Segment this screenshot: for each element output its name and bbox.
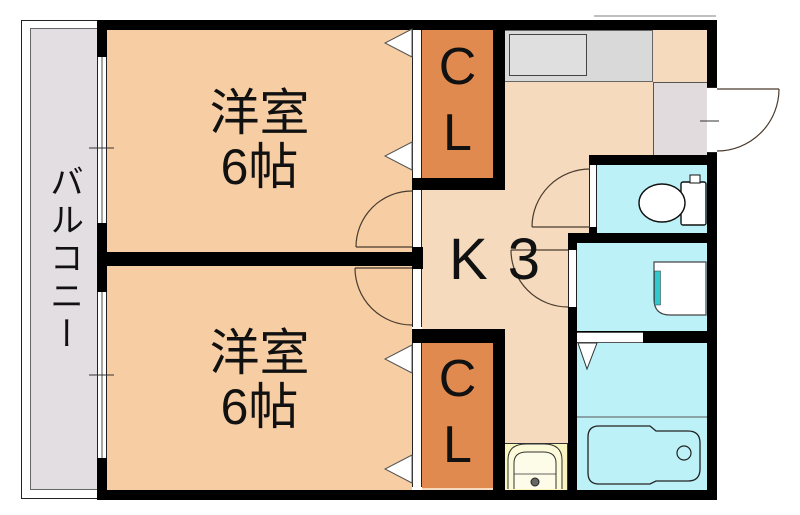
bathtub-faucet <box>676 445 692 461</box>
door-swing-room1 <box>355 190 413 248</box>
wall-bathroom-left <box>568 343 577 490</box>
balcony-outline <box>21 20 100 499</box>
kitchen-sink-unit <box>509 34 587 76</box>
washing-machine-icon <box>653 261 707 316</box>
entrance-door-swing <box>716 88 780 152</box>
wall-right <box>707 20 717 500</box>
washer-accent-stripe <box>654 270 661 306</box>
door-swing-washroom <box>510 249 569 308</box>
window-center-tick <box>89 147 114 376</box>
closet-door-triangle <box>383 141 413 171</box>
bathtub-icon <box>587 425 701 485</box>
entrance-door-opening <box>707 87 717 153</box>
wall-top <box>100 20 717 30</box>
door-swing-toilet <box>531 168 591 228</box>
wall-door-column <box>412 247 423 269</box>
bathroom-door-opening <box>577 332 643 343</box>
wall-left-lower <box>97 458 107 500</box>
room2-size: 6帖 <box>220 379 299 435</box>
toilet-door-opening <box>589 165 597 227</box>
closet1-door-track <box>412 30 422 178</box>
room1-name: 洋室 <box>209 85 310 141</box>
wall-closet1-bottom <box>412 178 505 190</box>
closet-door-triangle <box>383 344 413 374</box>
closet-door-triangle <box>383 28 413 58</box>
wall-washroom-left-upper <box>568 243 577 250</box>
room2-door-opening <box>412 269 422 327</box>
wall-bottom <box>100 490 717 500</box>
closet2-door-track <box>412 343 422 487</box>
room1-size: 6帖 <box>220 139 299 195</box>
washbasin-arch-inner <box>513 451 557 489</box>
door-swing-room2 <box>354 267 413 326</box>
western-room-1 <box>107 30 412 252</box>
washbasin-knob <box>530 477 540 487</box>
wall-toilet-left <box>589 227 597 235</box>
wall-toilet-top <box>589 155 717 165</box>
western-room-2 <box>107 266 412 490</box>
wall-closet2-top <box>412 329 505 343</box>
wall-room-divider <box>107 252 422 266</box>
toilet-flush-button <box>689 174 701 184</box>
washroom-door-opening <box>568 250 577 307</box>
closet1-label: CL <box>428 38 487 170</box>
closet-door-triangle <box>383 454 413 484</box>
wall-left-upper <box>97 20 107 57</box>
room1-door-opening <box>412 190 422 247</box>
toilet-bowl-icon <box>638 183 686 223</box>
kitchen-label: K 3 <box>448 226 543 292</box>
entrance-genkan <box>653 82 707 155</box>
closet-1 <box>422 30 493 178</box>
room2-label: 洋室 6帖 <box>107 270 412 490</box>
wall-washroom-top <box>568 233 717 243</box>
wall-left-middle <box>97 223 107 292</box>
closet2-label: CL <box>428 349 487 482</box>
room2-name: 洋室 <box>209 325 310 381</box>
wall-closet1-right <box>493 20 505 190</box>
balcony-label: バルコニー <box>44 164 83 354</box>
wall-closet2-right <box>493 331 505 500</box>
closet-2 <box>422 343 493 488</box>
wall-washroom-left-lower <box>568 307 577 333</box>
room1-label: 洋室 6帖 <box>107 30 412 250</box>
folding-door-marker <box>577 342 598 371</box>
